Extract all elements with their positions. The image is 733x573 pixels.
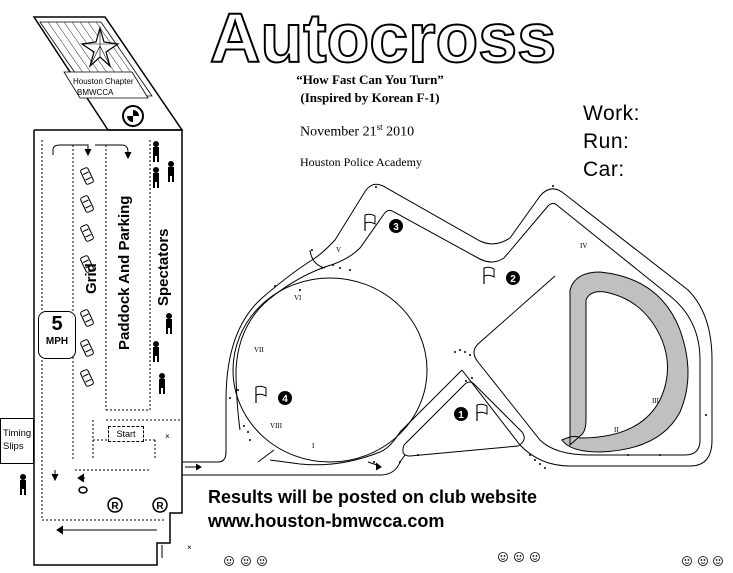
corner-VI-label: VI — [294, 294, 302, 302]
station-3-number: 3 — [393, 222, 399, 233]
smiley-icon — [241, 556, 251, 566]
smiley-icon — [224, 556, 234, 566]
speed-limit-number: 5 — [51, 313, 63, 335]
paddock-arrows — [51, 144, 163, 558]
trash-icon — [78, 486, 88, 494]
results-notice: Results will be posted on club website — [208, 487, 538, 507]
smiley-icon — [514, 552, 524, 562]
corner-IV-label: IV — [580, 242, 587, 250]
station-2-marker: 2 — [483, 266, 520, 285]
timing-slips-box: Timing Slips — [0, 418, 34, 464]
smiley-icon — [698, 556, 708, 566]
event-title: Autocross — [209, 0, 557, 76]
corner-III-label: III — [652, 397, 660, 405]
station-1-marker: 1 — [454, 403, 488, 421]
corner-I-label: I — [312, 442, 315, 450]
spectator-icons — [20, 141, 174, 495]
corner-VII-label: VII — [254, 346, 264, 354]
spectators-label: Spectators — [155, 228, 172, 306]
smiley-icon — [682, 556, 692, 566]
timing-slips-line-1: Timing — [3, 428, 32, 439]
smiley-row-2 — [498, 552, 540, 562]
timing-slips-line-2: Slips — [3, 441, 24, 452]
event-date-year: 2010 — [382, 124, 415, 140]
speed-limit-sign: 5 MPH — [38, 311, 76, 359]
work-field-label: Work: — [583, 102, 640, 125]
station-4-marker: 4 — [255, 385, 292, 405]
chapter-name-1: Houston Chapter — [73, 77, 134, 86]
smiley-icon — [498, 552, 508, 562]
event-inspiration: (Inspired by Korean F-1) — [300, 90, 440, 105]
chapter-name-2: BMWCCA — [77, 88, 114, 97]
flag-icon — [255, 385, 267, 403]
smiley-row-1 — [224, 556, 267, 566]
exit-marker: × — [187, 543, 192, 552]
restroom-icons: R R — [78, 486, 168, 513]
course-d-shape — [561, 271, 689, 453]
car-field-label: Car: — [583, 158, 625, 181]
start-label: Start — [108, 426, 144, 442]
speed-limit-unit: MPH — [45, 336, 69, 347]
event-date-suffix: st — [376, 122, 383, 132]
event-date-main: November 21 — [300, 124, 377, 140]
flag-icon — [476, 403, 488, 421]
grid-cars — [80, 167, 94, 387]
cone-markers — [229, 185, 707, 469]
paddock-area — [33, 129, 183, 566]
station-3-marker: 3 — [364, 213, 403, 233]
grid-label: Grid — [83, 263, 100, 294]
bmw-roundel-icon — [122, 105, 144, 127]
club-logo: Houston Chapter BMWCCA — [32, 16, 184, 131]
event-date: November 21st 2010 — [300, 122, 414, 141]
club-website[interactable]: www.houston-bmwcca.com — [208, 511, 445, 531]
station-2-number: 2 — [510, 274, 516, 285]
start-line-marker: × — [165, 432, 170, 441]
station-1-number: 1 — [458, 410, 464, 421]
flag-icon — [364, 213, 376, 231]
corner-VIII-label: VIII — [270, 422, 283, 430]
station-4-number: 4 — [282, 394, 288, 405]
course-arrows — [185, 249, 382, 471]
smiley-icon — [530, 552, 540, 562]
restroom-symbol-1: R — [111, 501, 119, 512]
smiley-icon — [257, 556, 267, 566]
paddock-label: Paddock And Parking — [116, 195, 133, 350]
flag-icon — [483, 266, 495, 284]
event-title-text: Autocross — [210, 0, 556, 76]
restroom-symbol-2: R — [156, 501, 164, 512]
event-venue: Houston Police Academy — [300, 155, 422, 169]
run-field-label: Run: — [583, 130, 630, 153]
event-subtitle: “How Fast Can You Turn” — [296, 72, 444, 87]
corner-II-label: II — [614, 426, 619, 434]
smiley-icon — [713, 556, 723, 566]
smiley-row-3 — [682, 556, 723, 566]
course-boundary — [182, 183, 713, 476]
corner-V-label: V — [336, 246, 341, 254]
